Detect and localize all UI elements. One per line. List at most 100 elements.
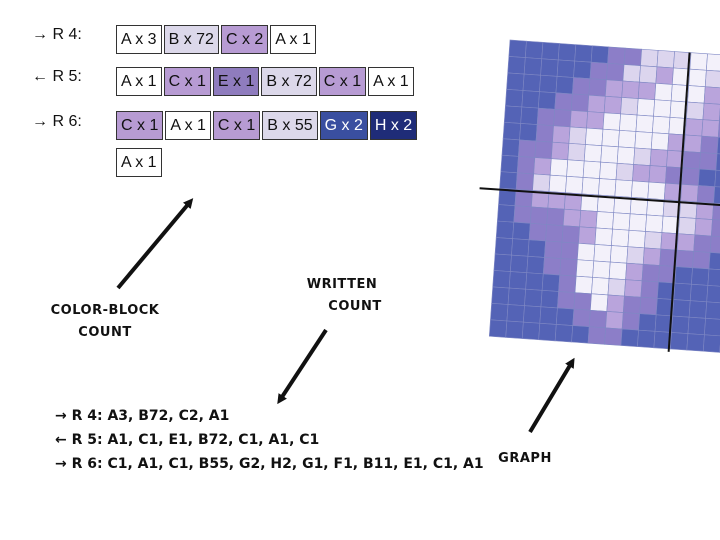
graph-cell (689, 52, 708, 71)
graph (479, 39, 720, 354)
color-block: B x 72 (163, 25, 219, 54)
graph-cell (583, 144, 603, 163)
graph-cell (585, 127, 604, 146)
graph-cell (497, 204, 516, 223)
graph-cell (598, 178, 617, 197)
graph-cell (644, 231, 663, 250)
graph-cell (593, 244, 612, 263)
color-block: E x 1 (212, 67, 260, 96)
graph-cell (683, 134, 703, 153)
graph-cell (521, 90, 540, 109)
graph-cell (705, 301, 720, 320)
graph-cell (516, 156, 536, 175)
graph-cell (604, 79, 624, 98)
graph-cell (601, 128, 620, 148)
written-row-6: → R 6: C1, A1, C1, B55, G2, H2, G1, F1, … (55, 456, 484, 472)
graph-cell (672, 299, 691, 318)
graph-cell (535, 124, 554, 143)
graph-cell (621, 80, 640, 99)
color-block: B x 72 (261, 67, 317, 96)
graph-cell (502, 121, 522, 141)
graph-cell (492, 270, 511, 289)
written-annotation-line2: COUNT (328, 299, 382, 314)
color-block: A x 1 (270, 25, 316, 54)
color-block: A x 1 (116, 148, 162, 177)
graph-cell (595, 211, 615, 230)
graph-cell (586, 111, 605, 130)
graph-cell (540, 58, 559, 77)
graph-cell (491, 286, 510, 305)
color-block: C x 2 (220, 25, 269, 54)
graph-cell (511, 238, 530, 257)
graph-cell (521, 321, 541, 341)
graph-cell (614, 179, 633, 198)
graph-cell (566, 159, 585, 178)
graph-cell (581, 177, 600, 196)
arrow-to-graph (528, 357, 575, 434)
graph-cell (575, 259, 595, 278)
graph-cell (706, 285, 720, 304)
graph-cell (539, 306, 558, 325)
color-block: A x 3 (116, 25, 162, 54)
written-row-4: → R 4: A3, B72, C2, A1 (55, 408, 230, 424)
graph-cell (525, 272, 544, 291)
graph-cell (648, 165, 667, 184)
graph-cell (558, 274, 577, 293)
graph-cell (676, 233, 696, 252)
graph-cell (655, 66, 674, 85)
graph-cell (686, 333, 705, 352)
graph-cell (693, 234, 712, 253)
graph-cell (529, 206, 549, 225)
graph-cell (611, 228, 630, 248)
graph-cell (572, 77, 591, 96)
graph-cell (532, 173, 551, 192)
graph-cell (553, 108, 572, 128)
graph-cell (561, 225, 580, 244)
color-block: H x 2 (369, 111, 418, 140)
graph-cell (607, 278, 626, 297)
graph-cell (574, 44, 593, 63)
graph-cell (552, 125, 571, 144)
graph-cell (574, 275, 593, 295)
row-6-continued-blocks: A x 1 (116, 148, 162, 177)
graph-cell (637, 81, 657, 101)
graph-cell (587, 326, 606, 345)
graph-cell (573, 292, 592, 311)
graph-cell (505, 89, 524, 108)
color-block: A x 1 (368, 67, 414, 96)
graph-cell (687, 85, 706, 104)
graph-cell (617, 130, 637, 149)
graph-cell (634, 131, 653, 150)
graph-cell (688, 68, 707, 88)
graph-cell (594, 227, 613, 246)
graph-cell (587, 94, 606, 114)
graph-cell (700, 135, 719, 155)
graph-cell (548, 174, 567, 194)
graph-cell (572, 308, 591, 328)
graph-cell (508, 271, 528, 290)
color-block: C x 1 (318, 67, 367, 96)
graph-cell (557, 291, 576, 310)
row-6-label: → R 6: (32, 113, 82, 130)
graph-cell (606, 63, 625, 82)
graph-cell (505, 320, 524, 339)
arrow-to-written-count (277, 328, 328, 405)
graph-cell (527, 239, 546, 258)
graph-cell (625, 262, 644, 282)
graph-cell (616, 146, 636, 165)
graph-cell (608, 261, 628, 280)
graph-cell (523, 305, 542, 324)
graph-cell (508, 39, 527, 58)
graph-cell (709, 235, 720, 254)
graph-cell (533, 157, 552, 176)
graph-cell (682, 151, 701, 170)
graph-cell (490, 303, 509, 322)
graph-cell (557, 43, 577, 62)
graph-cell (708, 252, 720, 271)
graph-cell (510, 254, 529, 274)
graph-cell (692, 251, 711, 270)
graph-cell (526, 255, 545, 275)
graph-cell (579, 210, 598, 229)
color-block: C x 1 (163, 67, 211, 96)
